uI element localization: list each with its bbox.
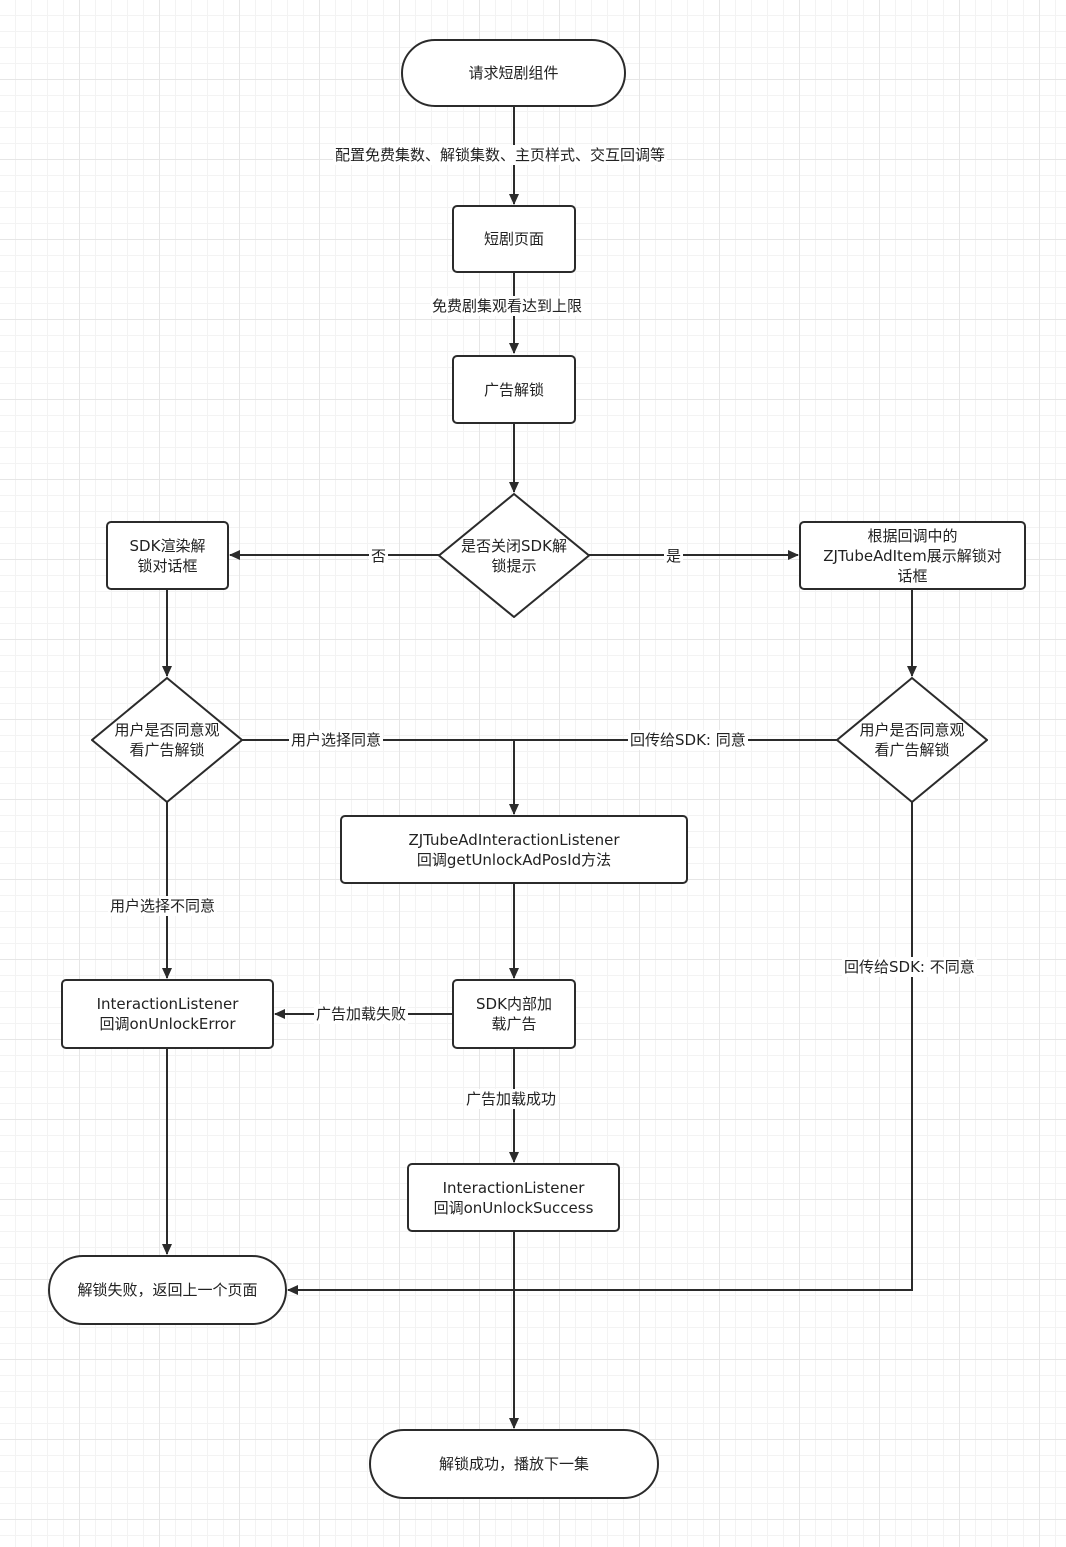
success-end-node[interactable]: 解锁成功，播放下一集 [369, 1429, 659, 1499]
edge-label-config: 配置免费集数、解锁集数、主页样式、交互回调等 [333, 145, 668, 165]
close-sdk-decision-label: 是否关闭SDK解 锁提示 [461, 536, 567, 575]
start-node[interactable]: 请求短剧组件 [401, 39, 626, 107]
custom-dialog-node[interactable]: 根据回调中的 ZJTubeAdItem展示解锁对 话框 [799, 521, 1026, 590]
right-agree-decision-label: 用户是否同意观 看广告解锁 [859, 721, 965, 759]
edge-label-return-agree: 回传给SDK: 同意 [628, 730, 748, 750]
right-agree-decision-node[interactable]: 用户是否同意观 看广告解锁 [836, 677, 988, 803]
left-agree-decision-node[interactable]: 用户是否同意观 看广告解锁 [91, 677, 243, 803]
edge-label-yes: 是 [664, 546, 684, 566]
sdk-load-ad-node[interactable]: SDK内部加 载广告 [452, 979, 576, 1049]
get-pos-id-node[interactable]: ZJTubeAdInteractionListener 回调getUnlockA… [340, 815, 688, 884]
ad-unlock-node[interactable]: 广告解锁 [452, 355, 576, 424]
edge-label-user-disagree: 用户选择不同意 [108, 896, 218, 916]
left-agree-decision-label: 用户是否同意观 看广告解锁 [114, 721, 220, 759]
decision-diamond-shape [438, 493, 590, 618]
fail-end-node[interactable]: 解锁失败，返回上一个页面 [48, 1255, 287, 1325]
unlock-success-node[interactable]: InteractionListener 回调onUnlockSuccess [407, 1163, 620, 1232]
sdk-render-dialog-node[interactable]: SDK渲染解 锁对话框 [106, 521, 229, 590]
edge-label-return-disagree: 回传给SDK: 不同意 [842, 957, 977, 977]
edge-label-load-success: 广告加载成功 [464, 1089, 559, 1109]
edge-label-free-limit: 免费剧集观看达到上限 [430, 296, 585, 316]
unlock-error-node[interactable]: InteractionListener 回调onUnlockError [61, 979, 274, 1049]
decision-diamond-shape [91, 677, 243, 803]
edge-label-load-fail: 广告加载失败 [314, 1004, 409, 1024]
edge-label-user-agree: 用户选择同意 [289, 730, 384, 750]
drama-page-node[interactable]: 短剧页面 [452, 205, 576, 273]
decision-diamond-shape [836, 677, 988, 803]
close-sdk-decision-node[interactable]: 是否关闭SDK解 锁提示 [438, 493, 590, 618]
edge-label-no: 否 [369, 546, 389, 566]
